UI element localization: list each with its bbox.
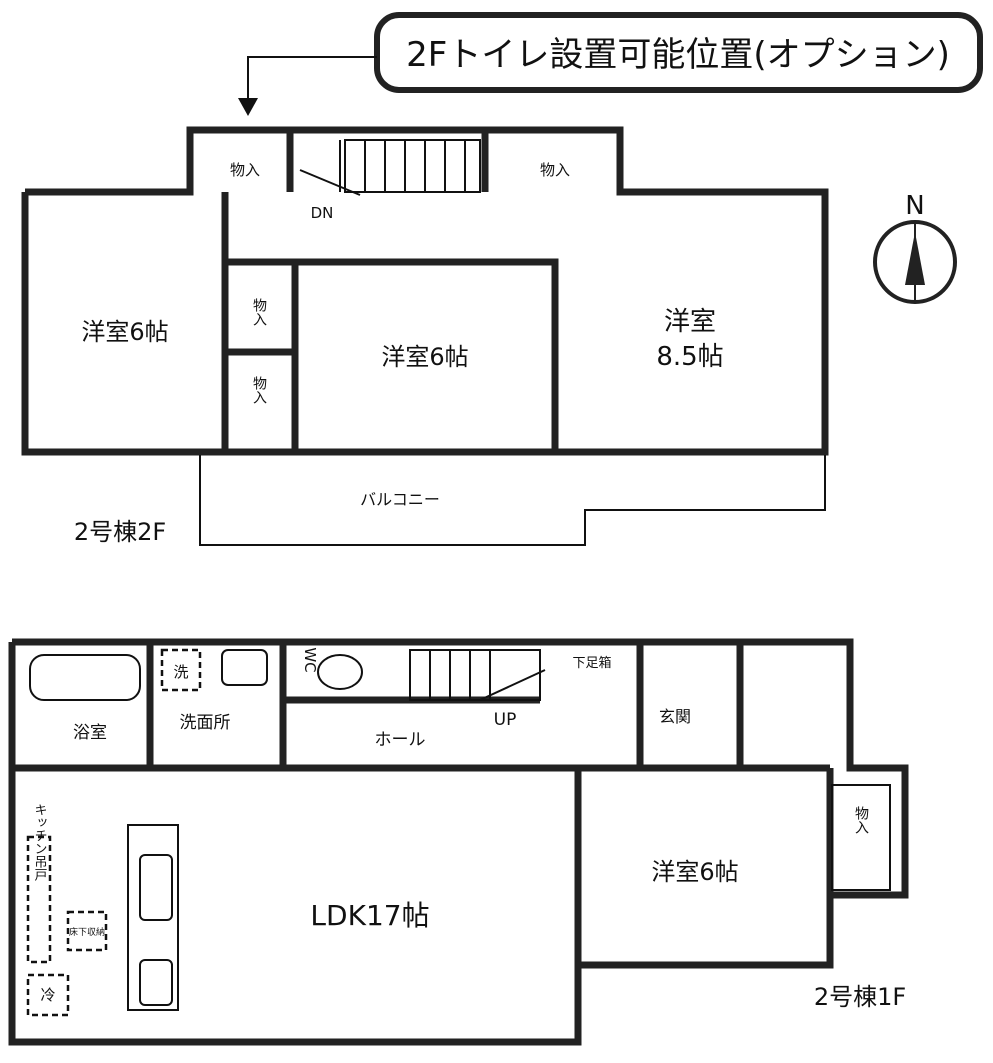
floor-2-plan: 物入 物入 DN 洋室6帖 洋室6帖 洋室 8.5帖 物入 物入 バルコニー 2…: [21, 126, 829, 546]
sink-icon: [221, 649, 268, 686]
floor-storage-label: 床下収納: [69, 926, 105, 938]
room-label-bedroom: 洋室6帖: [651, 858, 738, 886]
banner-text: 2Fトイレ設置可能位置(オプション): [406, 35, 950, 75]
room-label-entrance: 玄関: [659, 707, 691, 726]
room-label-hall: ホール: [375, 730, 426, 750]
kitchen-counter: [127, 824, 179, 1011]
stairs-down-label: DN: [311, 204, 334, 222]
washer-label: 洗: [173, 663, 188, 681]
floor-1-title: 2号棟1F: [814, 983, 906, 1011]
floor-1-plan: 浴室 洗面所 洗 WC ホール UP 下足箱 玄関 LDK17帖 洋室6帖 物入…: [8, 638, 909, 1046]
room-label-east: 洋室: [664, 307, 716, 337]
wc-label: WC: [301, 647, 319, 672]
bathtub-icon: [29, 654, 141, 701]
north-compass-icon: N: [873, 191, 957, 304]
room-label-center: 洋室6帖: [381, 343, 468, 371]
arrow-icon: [238, 56, 377, 116]
closet-label: 物入: [251, 376, 267, 404]
compass-label: N: [905, 191, 924, 221]
stairs-icon: [409, 649, 546, 701]
room-label-washroom: 洗面所: [180, 713, 231, 733]
closet-label: 物入: [230, 161, 260, 179]
stairs-icon: [299, 139, 481, 196]
closet-label: 物入: [251, 298, 267, 326]
closet-label: 物入: [540, 161, 570, 179]
room-label-west: 洋室6帖: [81, 318, 168, 346]
balcony-label: バルコニー: [360, 490, 440, 509]
toilet-option-banner: 2Fトイレ設置可能位置(オプション): [374, 12, 983, 93]
fridge-label: 冷: [40, 986, 55, 1004]
room-label-east-size: 8.5帖: [656, 342, 723, 372]
kitchen-cabinet-label: キッチン吊戸: [32, 803, 48, 881]
kitchen-sink-icon: [139, 854, 173, 921]
floor-2-title: 2号棟2F: [74, 518, 166, 546]
washer-area: [160, 648, 202, 692]
room-label-ldk: LDK17帖: [310, 899, 429, 932]
stove-icon: [139, 959, 173, 1006]
shoe-box-label: 下足箱: [572, 655, 611, 671]
closet-label: 物入: [853, 806, 869, 834]
toilet-icon: [317, 654, 363, 690]
stairs-up-label: UP: [494, 710, 517, 730]
room-label-bath: 浴室: [73, 723, 107, 743]
